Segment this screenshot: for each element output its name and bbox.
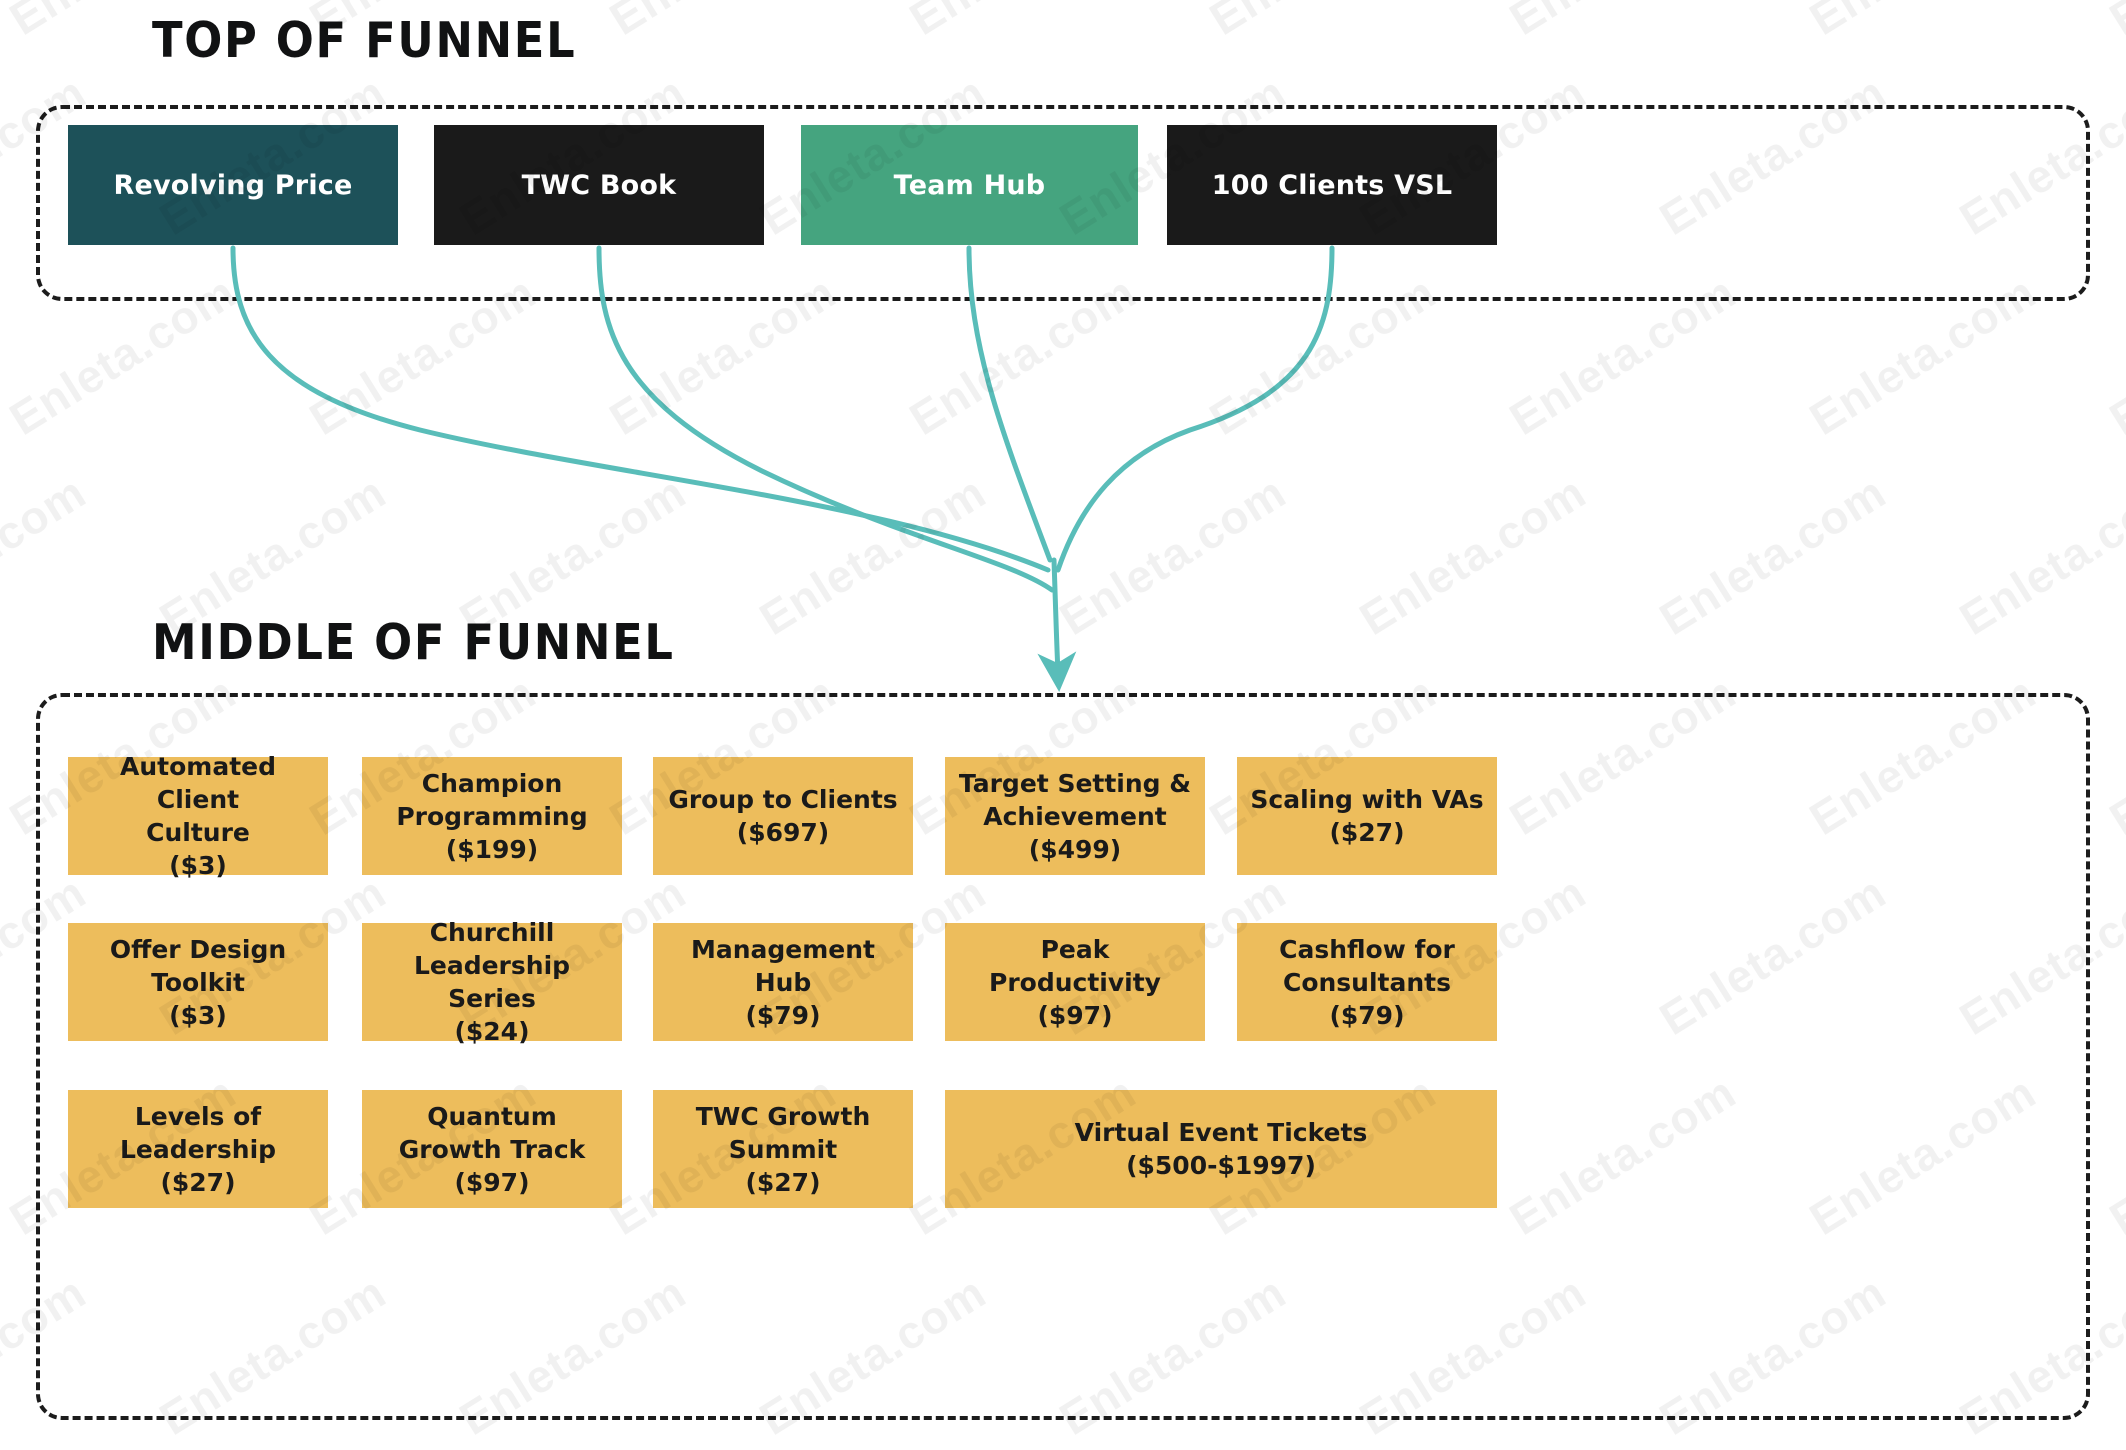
watermark-text: Enleta.com (1950, 465, 2126, 645)
mof-box-target-setting-achievement[interactable]: Target Setting & Achievement ($499) (945, 757, 1205, 875)
middle-of-funnel-container (36, 693, 2090, 1420)
mof-box-cashflow-for-consultants[interactable]: Cashflow for Consultants ($79) (1237, 923, 1497, 1041)
mof-box-label: Levels of Leadership ($27) (119, 1101, 277, 1197)
tof-box-100-clients-vsl[interactable]: 100 Clients VSL (1167, 125, 1497, 245)
tof-box-label: TWC Book (521, 169, 677, 201)
mof-box-group-to-clients[interactable]: Group to Clients ($697) (653, 757, 913, 875)
watermark-text: Enleta.com (900, 0, 1145, 46)
mof-box-virtual-event-tickets[interactable]: Virtual Event Tickets ($500-$1997) (945, 1090, 1497, 1208)
mof-box-label: Target Setting & Achievement ($499) (958, 768, 1192, 864)
mof-box-label: TWC Growth Summit ($27) (695, 1101, 871, 1197)
watermark-text: Enleta.com (0, 465, 95, 645)
mof-box-label: Peak Productivity ($97) (989, 934, 1161, 1030)
watermark-text: Enleta.com (2100, 1065, 2126, 1245)
mof-box-label: Churchill Leadership Series ($24) (413, 918, 571, 1046)
watermark-text: Enleta.com (600, 0, 845, 46)
watermark-text: Enleta.com (1050, 465, 1295, 645)
mof-box-label: Group to Clients ($697) (668, 785, 898, 847)
mof-box-offer-design-toolkit[interactable]: Offer Design Toolkit ($3) (68, 923, 328, 1041)
watermark-text: Enleta.com (1200, 0, 1445, 46)
tof-box-label: Team Hub (893, 169, 1046, 201)
tof-box-twc-book[interactable]: TWC Book (434, 125, 764, 245)
mof-box-levels-of-leadership[interactable]: Levels of Leadership ($27) (68, 1090, 328, 1208)
mof-box-peak-productivity[interactable]: Peak Productivity ($97) (945, 923, 1205, 1041)
watermark-text: Enleta.com (1650, 465, 1895, 645)
mof-box-label: Quantum Growth Track ($97) (398, 1101, 586, 1197)
mof-box-quantum-growth-track[interactable]: Quantum Growth Track ($97) (362, 1090, 622, 1208)
middle-of-funnel-heading: MIDDLE OF FUNNEL (152, 614, 675, 672)
mof-box-label: Management Hub ($79) (690, 934, 876, 1030)
mof-box-label: Virtual Event Tickets ($500-$1997) (1074, 1118, 1368, 1180)
mof-box-champion-programming[interactable]: Champion Programming ($199) (362, 757, 622, 875)
tof-box-label: 100 Clients VSL (1211, 169, 1453, 201)
watermark-text: Enleta.com (2100, 265, 2126, 445)
watermark-text: Enleta.com (1350, 465, 1595, 645)
connector-merged-arrow (1037, 557, 1077, 692)
mof-box-twc-growth-summit[interactable]: TWC Growth Summit ($27) (653, 1090, 913, 1208)
watermark-text: Enleta.com (2100, 0, 2126, 46)
mof-box-label: Automated Client Culture ($3) (120, 752, 276, 880)
watermark-text: Enleta.com (1500, 0, 1745, 46)
watermark-text: Enleta.com (750, 465, 995, 645)
mof-box-label: Scaling with VAs ($27) (1250, 785, 1484, 847)
mof-box-automated-client-culture[interactable]: Automated Client Culture ($3) (68, 752, 328, 880)
tof-box-revolving-price[interactable]: Revolving Price (68, 125, 398, 245)
mof-box-label: Cashflow for Consultants ($79) (1279, 934, 1455, 1030)
top-of-funnel-heading: TOP OF FUNNEL (152, 12, 577, 70)
watermark-text: Enleta.com (2100, 665, 2126, 845)
mof-box-label: Champion Programming ($199) (396, 768, 588, 864)
watermark-text: Enleta.com (1800, 0, 2045, 46)
mof-box-scaling-with-vas[interactable]: Scaling with VAs ($27) (1237, 757, 1497, 875)
tof-box-label: Revolving Price (113, 169, 353, 201)
mof-box-management-hub[interactable]: Management Hub ($79) (653, 923, 913, 1041)
tof-box-team-hub[interactable]: Team Hub (801, 125, 1138, 245)
mof-box-label: Offer Design Toolkit ($3) (109, 934, 287, 1030)
mof-box-churchill-leadership-series[interactable]: Churchill Leadership Series ($24) (362, 918, 622, 1046)
